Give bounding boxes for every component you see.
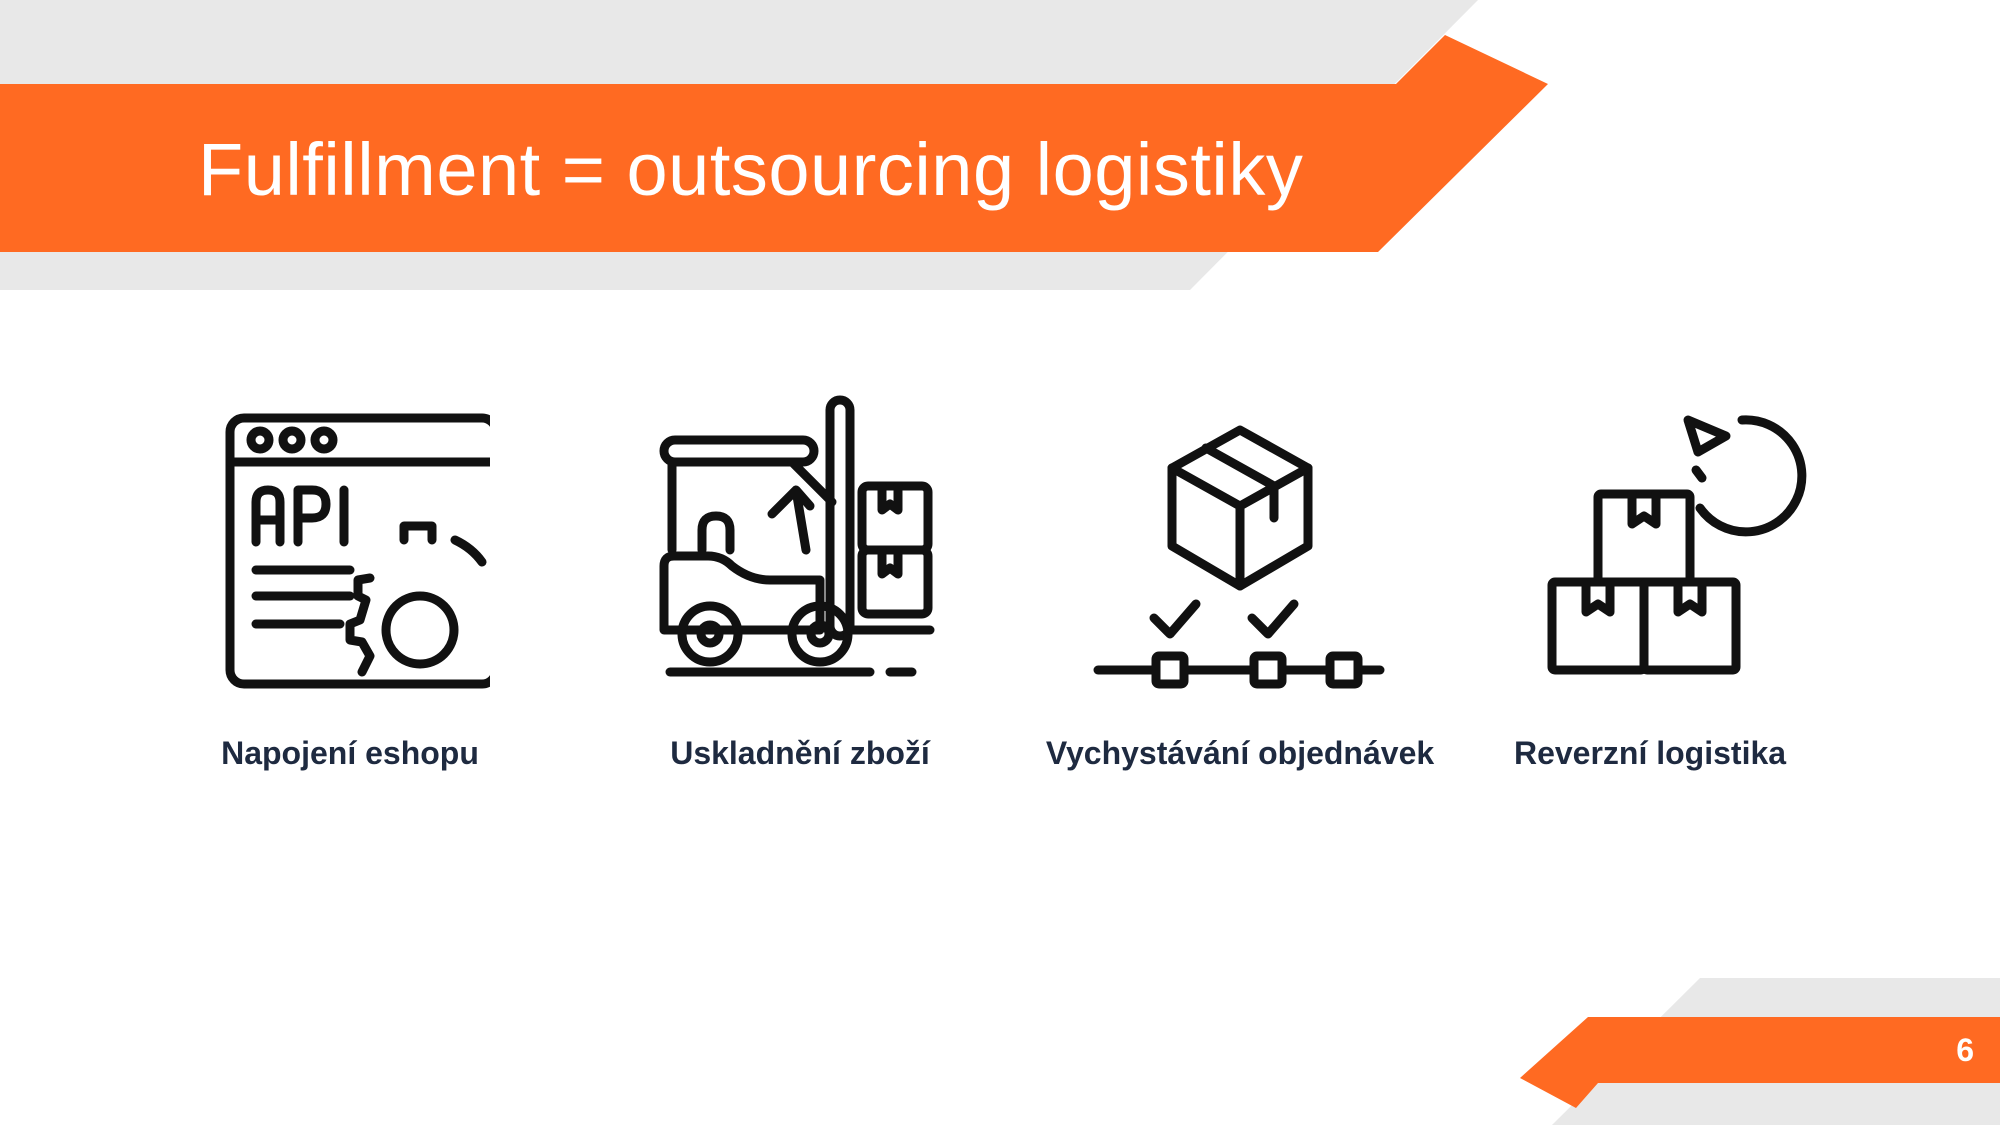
feature-warehousing: Uskladnění zboží bbox=[590, 390, 1010, 790]
feature-order-picking: Vychystávání objednávek bbox=[1030, 390, 1450, 790]
feature-label: Vychystávání objednávek bbox=[1045, 735, 1435, 771]
slide-title: Fulfillment = outsourcing logistiky bbox=[198, 128, 1304, 211]
feature-label: Napojení eshopu bbox=[221, 735, 479, 771]
box-checklist-icon bbox=[1093, 425, 1385, 689]
bottom-orange-band bbox=[1520, 1017, 2000, 1108]
page-number: 6 bbox=[1956, 1032, 1974, 1068]
forklift-boxes-icon bbox=[659, 395, 935, 677]
feature-reverse-logistics: Reverzní logistika bbox=[1440, 390, 1860, 790]
api-browser-gear-icon bbox=[225, 413, 490, 689]
feature-label: Uskladnění zboží bbox=[670, 735, 930, 771]
feature-eshop-connection: Napojení eshopu bbox=[140, 390, 560, 790]
title-orange-band bbox=[0, 35, 1548, 252]
boxes-return-arrow-icon bbox=[1547, 415, 1807, 675]
feature-label: Reverzní logistika bbox=[1513, 735, 1787, 771]
